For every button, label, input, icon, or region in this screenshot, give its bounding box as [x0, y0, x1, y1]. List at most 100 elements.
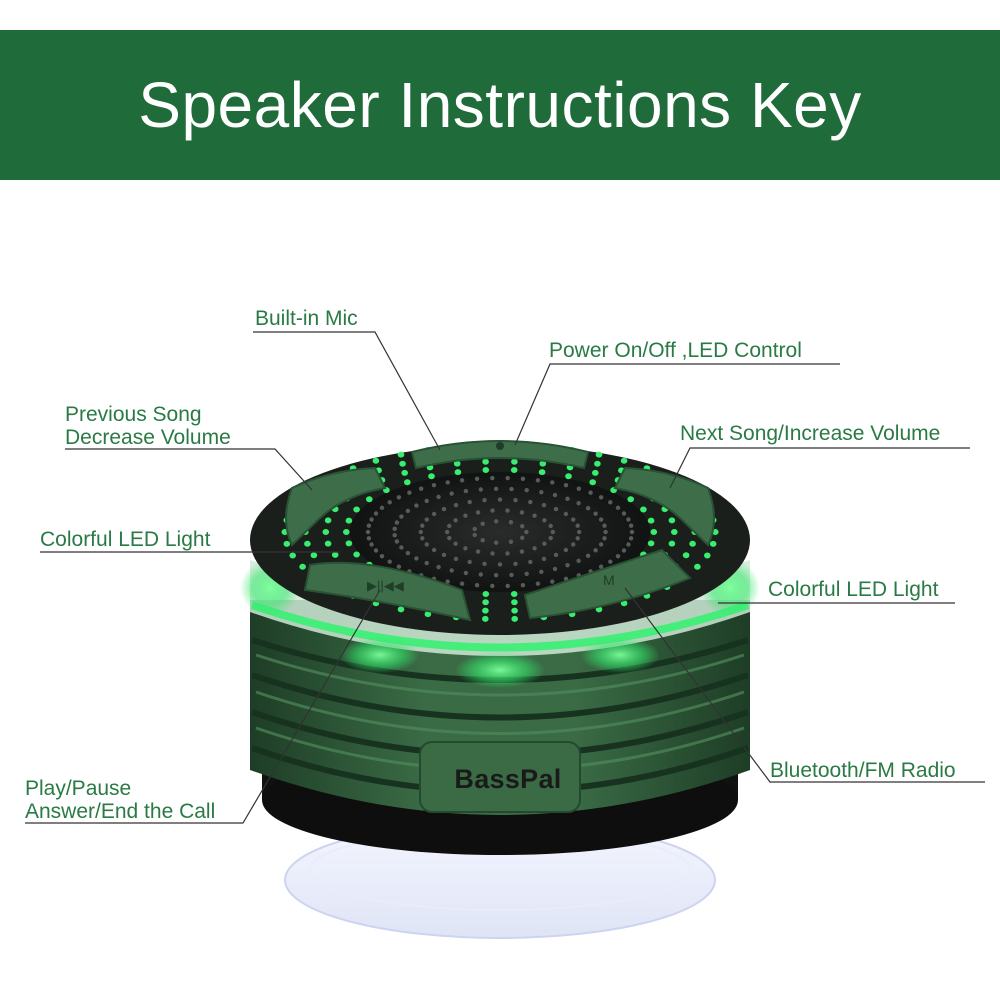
- grille-hole: [490, 551, 495, 556]
- led-dot: [404, 479, 411, 486]
- grille-hole: [387, 500, 392, 505]
- led-dot: [397, 606, 405, 613]
- page-title: Speaker Instructions Key: [138, 69, 862, 141]
- grille-hole: [490, 508, 495, 513]
- grille-hole: [621, 548, 627, 553]
- callout-text: Built-in Mic: [255, 307, 358, 330]
- grille-hole: [524, 571, 529, 576]
- grille-hole: [508, 539, 514, 544]
- grille-hole: [575, 536, 580, 541]
- led-dot: [640, 506, 647, 513]
- button-top: [410, 440, 590, 470]
- grille-hole: [424, 560, 429, 566]
- led-dot: [401, 469, 409, 476]
- callout-text: Bluetooth/FM Radio: [770, 759, 956, 782]
- grille-hole: [535, 478, 541, 483]
- grille-hole: [565, 563, 570, 568]
- grille-hole: [405, 508, 411, 514]
- grille-hole: [490, 583, 495, 589]
- grille-hole: [548, 535, 553, 541]
- grille-hole: [548, 523, 553, 529]
- led-dot: [482, 458, 489, 465]
- grille-hole: [576, 501, 581, 506]
- led-dot: [539, 460, 547, 467]
- grille-hole: [480, 538, 485, 543]
- grille-hole: [593, 548, 598, 553]
- led-dot: [322, 529, 330, 535]
- callout-text: Decrease Volume: [65, 426, 231, 449]
- callout-text: Next Song/Increase Volume: [680, 422, 941, 445]
- grille-hole: [453, 541, 458, 546]
- grille-hole: [571, 517, 576, 522]
- svg-text:▶||◀◀: ▶||◀◀: [367, 578, 404, 593]
- grille-hole: [626, 517, 631, 522]
- grille-hole: [365, 529, 371, 535]
- grille-hole: [535, 581, 541, 586]
- grille-hole: [478, 487, 483, 492]
- grille-hole: [576, 558, 581, 563]
- grille-hole: [396, 564, 402, 569]
- led-dot: [694, 563, 701, 570]
- callout-text: Power On/Off ,LED Control: [549, 339, 802, 362]
- grille-hole: [628, 536, 634, 541]
- grille-hole: [628, 523, 634, 528]
- grille-hole: [366, 523, 372, 528]
- grille-hole: [520, 535, 525, 540]
- led-dot: [283, 540, 291, 547]
- led-dot: [331, 551, 339, 558]
- grille-hole: [505, 508, 510, 513]
- grille-hole: [519, 549, 525, 554]
- led-dot: [397, 451, 405, 458]
- grille-hole: [513, 498, 518, 503]
- led-dot: [668, 517, 676, 524]
- leader-previous: [65, 448, 313, 491]
- led-dot: [482, 615, 489, 622]
- callout-built-in-mic: Built-in Mic: [255, 307, 358, 330]
- grille-hole: [475, 510, 481, 515]
- grille-hole: [602, 536, 607, 541]
- grille-hole: [528, 559, 533, 565]
- callout-text: Previous Song: [65, 403, 202, 426]
- callout-text: Colorful LED Light: [768, 578, 939, 601]
- led-dot: [482, 599, 489, 606]
- grille-hole: [424, 517, 429, 522]
- grille-hole: [585, 553, 591, 558]
- grille-hole: [480, 521, 485, 526]
- grille-hole: [419, 486, 424, 491]
- grille-hole: [608, 500, 613, 505]
- grille-hole: [532, 546, 537, 551]
- led-dot: [689, 540, 696, 547]
- led-dot: [565, 473, 572, 480]
- led-dot: [424, 611, 432, 618]
- led-dot: [704, 552, 711, 559]
- grille-hole: [505, 551, 510, 556]
- grille-hole: [497, 497, 503, 502]
- button-mode: [523, 548, 692, 620]
- grille-hole: [459, 478, 465, 483]
- grille-hole: [603, 529, 608, 535]
- grille-hole: [513, 561, 518, 566]
- grille-hole: [445, 480, 450, 485]
- grille-hole: [575, 523, 580, 528]
- grille-hole: [563, 547, 569, 553]
- grille-hole: [405, 550, 411, 556]
- grille-hole: [399, 514, 404, 519]
- grille-hole: [553, 506, 559, 512]
- grille-hole: [494, 519, 499, 524]
- led-dot: [310, 552, 318, 559]
- grille-hole: [424, 542, 429, 547]
- grille-hole: [447, 523, 452, 529]
- grille-hole: [420, 536, 425, 541]
- grille-hole: [532, 513, 537, 518]
- grille-hole: [621, 511, 627, 516]
- grille-hole: [629, 529, 635, 535]
- grille-hole: [482, 498, 487, 503]
- grille-hole: [472, 526, 477, 532]
- grille-hole: [463, 546, 468, 551]
- grille-hole: [474, 583, 480, 588]
- grille-hole: [565, 496, 570, 501]
- grille-hole: [414, 556, 419, 561]
- led-dot: [482, 607, 489, 614]
- grille-hole: [467, 499, 472, 505]
- grille-hole: [472, 532, 477, 538]
